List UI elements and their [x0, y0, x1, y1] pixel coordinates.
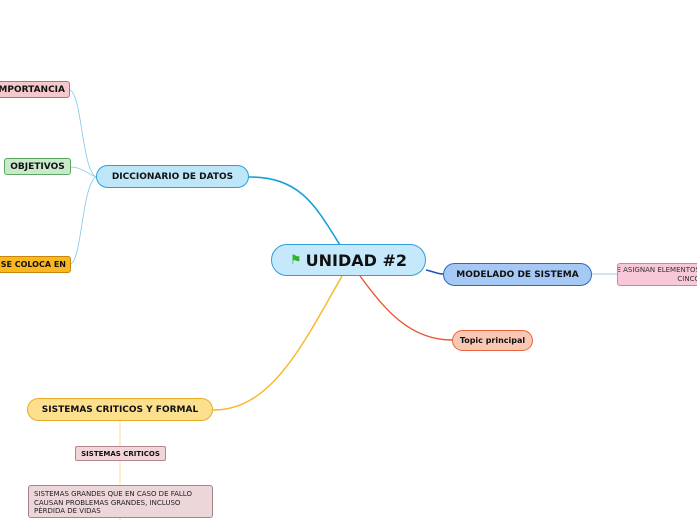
topic-label: DICCIONARIO DE DATOS: [111, 171, 234, 182]
subtopic-se-coloca-en[interactable]: SE COLOCA EN: [0, 256, 71, 273]
subtopic-label-line1: SE ASIGNAN ELEMENTOS: [617, 265, 697, 274]
central-topic-label: UNIDAD #2: [305, 250, 408, 270]
topic-modelado-de-sistema[interactable]: MODELADO DE SISTEMA: [443, 263, 592, 286]
subtopic-importancia[interactable]: IMPORTANCIA: [0, 81, 70, 98]
link-importancia: [69, 89, 97, 178]
link-diccionario: [248, 176, 341, 246]
link-topic: [359, 275, 453, 341]
central-topic[interactable]: ⚑ UNIDAD #2: [271, 244, 426, 276]
subtopic-label: SISTEMAS GRANDES QUE EN CASO DE FALLO CA…: [34, 490, 192, 515]
subtopic-sistemas-criticos[interactable]: SISTEMAS CRITICOS: [75, 446, 166, 461]
subtopic-label: SISTEMAS CRITICOS: [81, 449, 160, 458]
link-objetivos: [70, 166, 97, 178]
subtopic-label: SE COLOCA EN: [0, 260, 66, 269]
link-coloca: [70, 176, 97, 265]
subtopic-label: OBJETIVOS: [10, 161, 65, 172]
topic-diccionario-de-datos[interactable]: DICCIONARIO DE DATOS: [96, 165, 249, 188]
topic-label: SISTEMAS CRITICOS Y FORMAL: [41, 404, 199, 415]
link-sistemas: [212, 275, 343, 411]
subtopic-label: IMPORTANCIA: [0, 84, 65, 95]
subtopic-sistemas-grandes[interactable]: SISTEMAS GRANDES QUE EN CASO DE FALLO CA…: [28, 485, 213, 518]
flag-icon: ⚑: [289, 252, 302, 268]
link-modelado: [425, 269, 444, 275]
topic-label: MODELADO DE SISTEMA: [456, 269, 579, 280]
topic-sistemas-criticos-y-formal[interactable]: SISTEMAS CRITICOS Y FORMAL: [27, 398, 213, 421]
topic-label: Topic principal: [459, 336, 526, 345]
topic-principal[interactable]: Topic principal: [452, 330, 533, 351]
subtopic-label-line2: CINCO: [677, 274, 697, 283]
subtopic-objetivos[interactable]: OBJETIVOS: [4, 158, 71, 175]
subtopic-se-asignan-elementos[interactable]: SE ASIGNAN ELEMENTOS CINCO: [617, 263, 697, 286]
